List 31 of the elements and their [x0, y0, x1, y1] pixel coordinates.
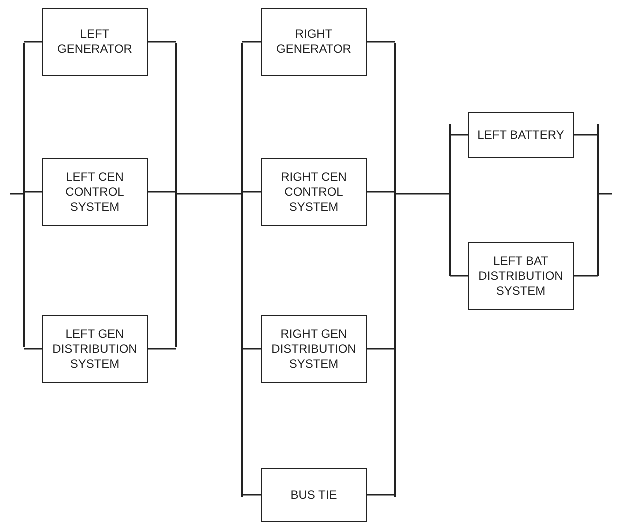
connector-line — [450, 134, 468, 136]
connector-line — [24, 348, 42, 350]
connector-line — [242, 191, 261, 193]
connector-line — [574, 134, 598, 136]
connector-line — [367, 348, 395, 350]
connector-line — [450, 275, 468, 277]
component-block: RIGHT GENERATOR — [261, 8, 367, 76]
connector-line — [148, 191, 176, 193]
connector-line — [24, 41, 42, 43]
component-block: RIGHT CEN CONTROL SYSTEM — [261, 158, 367, 226]
connector-line — [574, 275, 598, 277]
connector-line — [367, 494, 395, 496]
connector-line — [598, 193, 612, 195]
connector-line — [148, 348, 176, 350]
component-block: LEFT BAT DISTRIBUTION SYSTEM — [468, 242, 574, 310]
connector-line — [367, 191, 395, 193]
component-block: LEFT GEN DISTRIBUTION SYSTEM — [42, 315, 148, 383]
component-block: LEFT GENERATOR — [42, 8, 148, 76]
component-block: LEFT CEN CONTROL SYSTEM — [42, 158, 148, 226]
connector-line — [10, 193, 24, 195]
connector-line — [242, 494, 261, 496]
connector-line — [148, 41, 176, 43]
component-block: RIGHT GEN DISTRIBUTION SYSTEM — [261, 315, 367, 383]
connector-line — [367, 41, 395, 43]
component-block: LEFT BATTERY — [468, 112, 574, 158]
connector-line — [242, 348, 261, 350]
connector-line — [242, 41, 261, 43]
connector-line — [176, 193, 242, 195]
connector-line — [395, 193, 450, 195]
connector-line — [24, 191, 42, 193]
component-block: BUS TIE — [261, 468, 367, 522]
